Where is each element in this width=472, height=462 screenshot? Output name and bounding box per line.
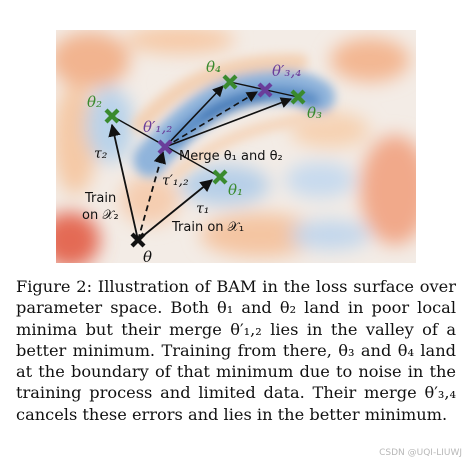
- theta-marker: [130, 232, 146, 248]
- arrow-to-theta3: [164, 97, 293, 148]
- label-train-x2-line1: Train: [84, 191, 116, 206]
- label-theta12: θ′₁,₂: [143, 118, 172, 136]
- label-theta1: θ₁: [228, 181, 243, 199]
- loss-heatmap: [56, 30, 416, 263]
- label-tau1: τ₁: [196, 201, 209, 217]
- theta3-marker: [290, 89, 306, 105]
- label-theta2: θ₂: [87, 93, 102, 111]
- arrow-tau12: [137, 150, 166, 241]
- label-tau12: τ′₁,₂: [162, 173, 189, 189]
- label-merge: Merge θ₁ and θ₂: [179, 149, 283, 164]
- arrow-to-theta34: [164, 91, 258, 148]
- label-train-x2-line2: on 𝒳₂: [82, 208, 119, 223]
- caption-bam-b: B: [216, 277, 229, 296]
- arrow-tau1: [137, 179, 213, 241]
- caption-bam: BAM: [216, 277, 256, 296]
- label-tau2: τ₂: [94, 146, 108, 162]
- theta34-marker: [257, 82, 273, 98]
- loss-surface-figure: θ θ₂ θ₁ θ′₁,₂ θ₄ θ′₃,₄ θ₃ τ₂ τ′₁,₂ τ₁ Me…: [56, 30, 416, 266]
- theta2-marker: [104, 108, 120, 124]
- caption-body: in the loss surface over parameter space…: [16, 277, 456, 424]
- caption-prefix: Figure 2: Illustration of: [16, 277, 217, 296]
- caption-bam-rest: AM: [228, 277, 257, 296]
- label-theta3: θ₃: [307, 104, 322, 122]
- watermark: CSDN @UQI-LIUWJ: [379, 448, 462, 458]
- theta1-marker: [212, 169, 228, 185]
- theta4-marker: [222, 74, 238, 90]
- label-theta4: θ₄: [206, 58, 221, 76]
- arrow-to-theta4: [164, 85, 224, 148]
- label-train-x1: Train on 𝒳₁: [171, 220, 244, 235]
- figure-caption: Figure 2: Illustration of BAM in the los…: [16, 276, 456, 425]
- label-theta34: θ′₃,₄: [272, 62, 301, 80]
- label-theta: θ: [143, 248, 152, 266]
- arrow-tau2: [108, 123, 139, 241]
- theta12-marker: [157, 139, 173, 155]
